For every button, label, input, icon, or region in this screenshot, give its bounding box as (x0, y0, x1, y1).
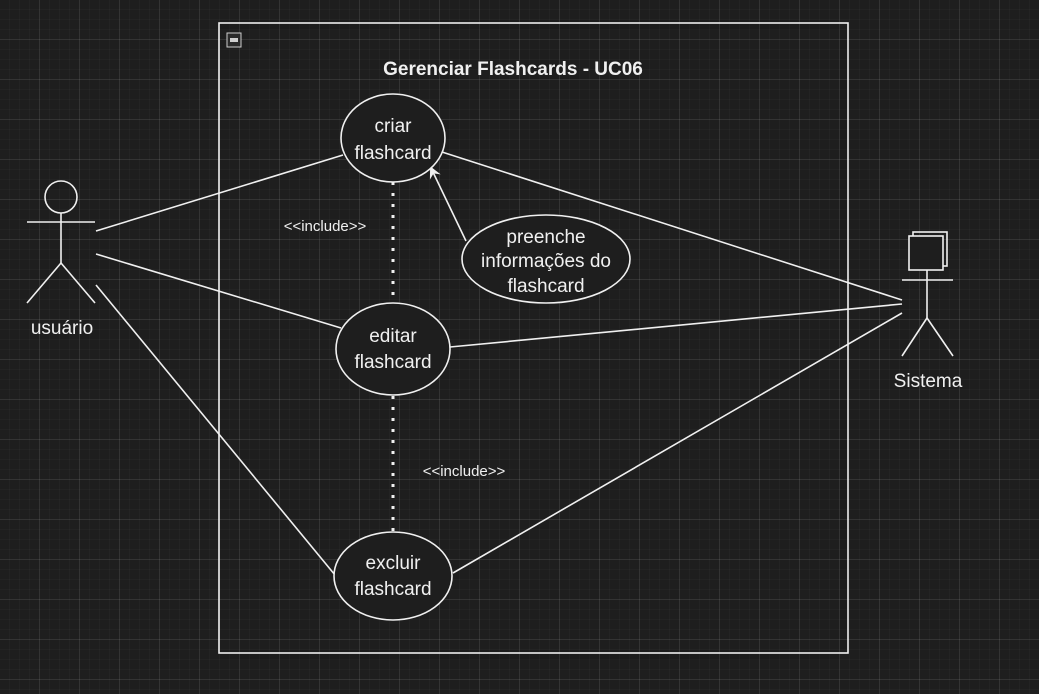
include-label-2: <<include>> (423, 463, 506, 480)
usecase-create-line1: criar (375, 116, 413, 137)
assoc-edit-system[interactable] (449, 303, 903, 348)
assoc-user-delete[interactable] (95, 284, 336, 576)
system-boundary[interactable] (218, 22, 849, 654)
usecase-delete-line2: flashcard (354, 579, 431, 600)
usecase-fill-line3: flashcard (507, 276, 584, 297)
usecase-delete-flashcard[interactable]: excluir flashcard (333, 531, 453, 621)
usecase-fill-info[interactable]: preenche informações do flashcard (461, 214, 631, 304)
usecase-create-flashcard[interactable]: criar flashcard (340, 93, 446, 183)
assoc-delete-system[interactable] (452, 312, 903, 574)
actor-system-label: Sistema (894, 371, 963, 392)
usecase-edit-flashcard[interactable]: editar flashcard (335, 302, 451, 396)
usecase-create-line2: flashcard (354, 143, 431, 164)
usecase-fill-line1: preenche (506, 227, 585, 248)
collapse-icon[interactable] (226, 32, 242, 48)
actor-user[interactable] (26, 180, 96, 304)
actor-system[interactable] (901, 231, 954, 357)
boundary-title: Gerenciar Flashcards - UC06 (383, 59, 643, 80)
usecase-fill-line2: informações do (481, 251, 611, 272)
system-stereotype-icon (908, 231, 948, 271)
usecase-edit-line1: editar (369, 326, 417, 347)
assoc-user-create[interactable] (95, 154, 344, 232)
actor-user-label: usuário (31, 318, 93, 339)
usecase-edit-line2: flashcard (354, 352, 431, 373)
assoc-create-system[interactable] (441, 151, 903, 301)
assoc-fillinfo-create[interactable] (429, 166, 467, 242)
actor-user-head (44, 180, 78, 214)
usecase-delete-line1: excluir (366, 553, 422, 574)
assoc-user-edit[interactable] (95, 253, 342, 329)
include-label-1: <<include>> (284, 218, 367, 235)
